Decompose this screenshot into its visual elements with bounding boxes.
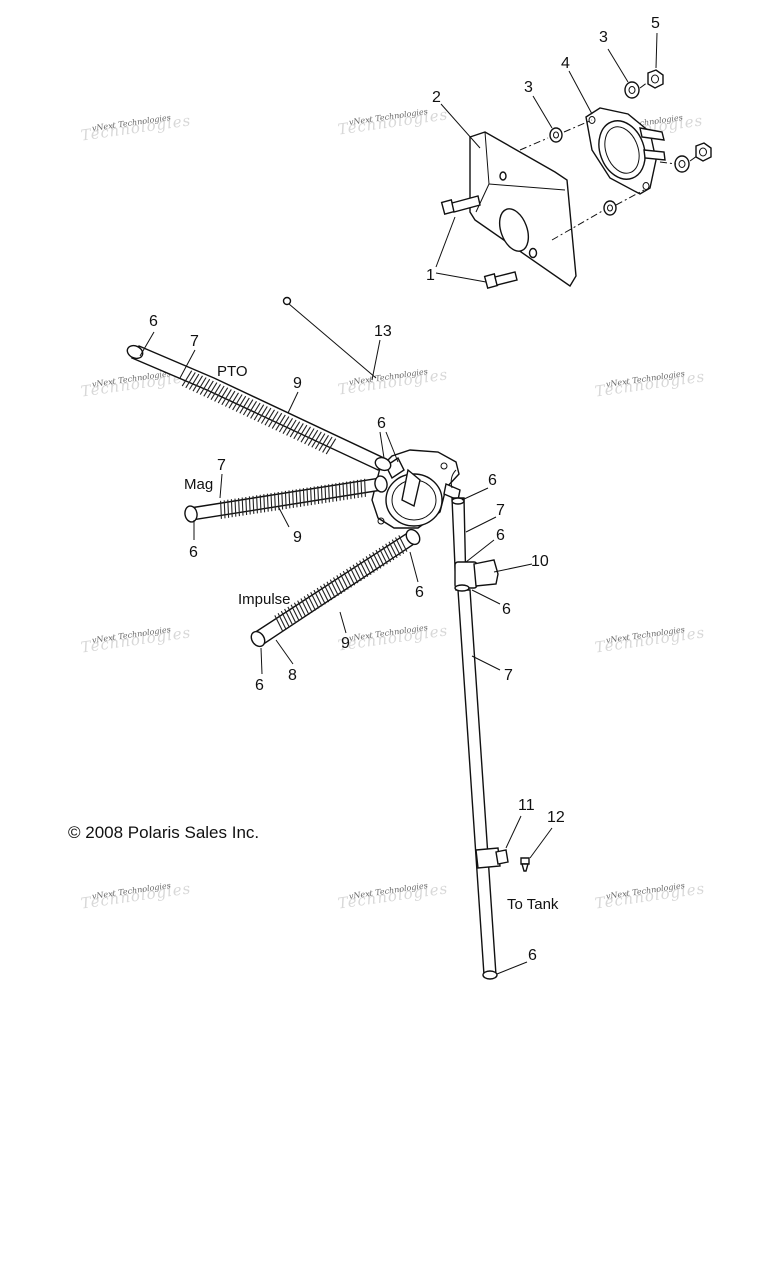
callout-7: 7 [496, 502, 505, 519]
callout-6: 6 [255, 677, 264, 694]
callout-7: 7 [504, 667, 513, 684]
callout-11: 11 [518, 797, 535, 814]
washer [603, 200, 617, 216]
watermark: Technologies vNext Technologies [337, 365, 450, 398]
callout-7: 7 [190, 333, 199, 350]
fuel-filter [454, 559, 499, 592]
fuel-line-to-tank [450, 469, 530, 980]
watermark: Technologies vNext Technologies [594, 879, 707, 912]
callout-4: 4 [561, 55, 570, 72]
watermark: Technologies vNext Technologies [594, 367, 707, 400]
callout-5: 5 [651, 15, 660, 32]
washer [674, 155, 690, 173]
callout-6: 6 [415, 584, 424, 601]
callout-10: 10 [531, 553, 549, 570]
impulse-label: Impulse [238, 591, 291, 608]
mounting-bracket [469, 131, 577, 288]
hose-clamp [250, 630, 266, 648]
bracket-bolt-hole [499, 171, 507, 181]
callout-3: 3 [599, 29, 608, 46]
hose-clamp [405, 528, 421, 546]
callout-6: 6 [189, 544, 198, 561]
watermark: Technologies vNext Technologies [337, 621, 450, 654]
callout-9: 9 [341, 635, 350, 652]
callout-6: 6 [502, 601, 511, 618]
leader-lines [139, 32, 658, 975]
watermark: Technologies vNext Technologies [337, 105, 450, 138]
bolt [483, 271, 518, 289]
bolt [440, 195, 481, 215]
washer [624, 81, 640, 99]
pto-hose [126, 344, 392, 472]
hose-clamp [126, 344, 144, 360]
bracket-hole [498, 208, 530, 252]
watermark: Technologies vNext Technologies [80, 623, 193, 656]
callout-6: 6 [528, 947, 537, 964]
hose-clamp [482, 970, 498, 980]
hose-clamp [374, 456, 392, 472]
callouts: 1 2 3 3 4 5 13 6 7 9 6 7 6 9 6 9 8 6 6 7… [149, 15, 660, 964]
watermark: Technologies vNext Technologies [80, 111, 193, 144]
hose-spring [220, 478, 366, 519]
callout-6: 6 [377, 415, 386, 432]
callout-12: 12 [547, 809, 565, 826]
hose-clip [475, 847, 509, 869]
callout-8: 8 [288, 667, 297, 684]
pto-label: PTO [217, 363, 248, 380]
vent-line [282, 296, 377, 379]
mag-hose [184, 475, 388, 523]
watermark: Technologies vNext Technologies [594, 623, 707, 656]
fuel-pump [585, 107, 666, 195]
pulse-pump [371, 449, 461, 529]
impulse-hose [250, 528, 421, 648]
hose-clamp [451, 497, 465, 505]
hose-clamp [374, 475, 388, 493]
callout-9: 9 [293, 529, 302, 546]
bracket-bolt-hole [528, 247, 538, 259]
copyright-text: © 2008 Polaris Sales Inc. [68, 823, 259, 842]
lock-nut [695, 142, 712, 162]
callout-6: 6 [488, 472, 497, 489]
hose-labels: PTO Mag Impulse To Tank [184, 363, 559, 913]
watermark: Technologies vNext Technologies [337, 879, 450, 912]
callout-7: 7 [217, 457, 226, 474]
callout-13: 13 [374, 323, 392, 340]
alignment-lines [519, 81, 698, 241]
clip-screw [520, 857, 530, 872]
watermark: Technologies vNext Technologies [80, 879, 193, 912]
to-tank-label: To Tank [507, 896, 559, 913]
callout-6: 6 [149, 313, 158, 330]
hose-spring [274, 535, 408, 632]
callout-3: 3 [524, 79, 533, 96]
mag-label: Mag [184, 476, 213, 493]
callout-2: 2 [432, 89, 441, 106]
callout-1: 1 [426, 267, 435, 284]
bracket-assembly [440, 69, 712, 289]
callout-9: 9 [293, 375, 302, 392]
lock-nut [647, 69, 664, 89]
hose-spring [181, 370, 337, 455]
washer [549, 127, 563, 143]
hose-clamp [184, 505, 198, 523]
callout-6: 6 [496, 527, 505, 544]
